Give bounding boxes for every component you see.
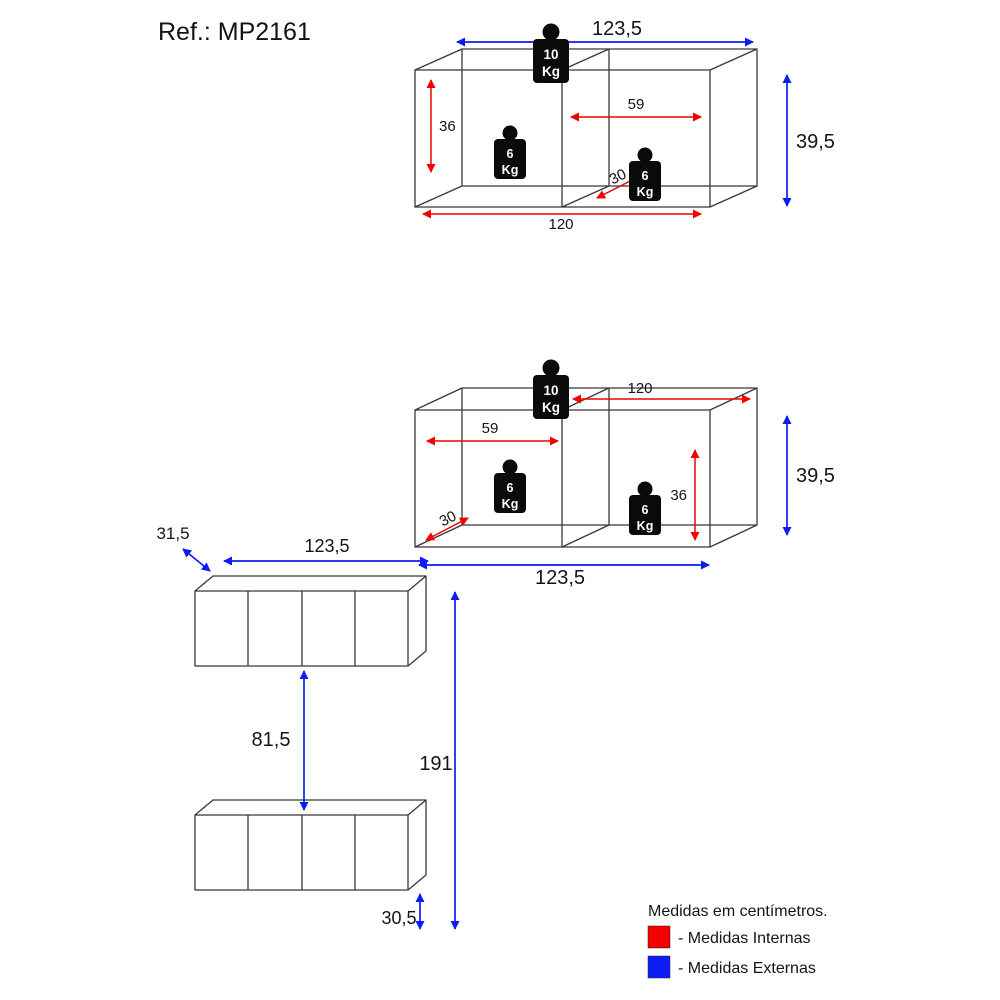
dimension-arrow xyxy=(182,548,211,572)
dim-top-ext-height: 39,5 xyxy=(782,74,835,207)
dim-mid-int-height: 36 xyxy=(670,449,700,541)
top-cabinet-wireframe xyxy=(414,48,758,208)
legend-units-note: Medidas em centímetros. xyxy=(648,903,828,920)
dimension-label: 59 xyxy=(482,420,499,437)
dimension-label: 191 xyxy=(419,753,452,775)
weight-unit-label: Kg xyxy=(637,185,654,199)
dimension-label: 30,5 xyxy=(381,908,416,928)
weight-value-label: 10 xyxy=(543,47,558,62)
page-title: Ref.: MP2161 xyxy=(158,18,311,46)
weight-value-label: 6 xyxy=(507,147,514,161)
dimension-label: 30 xyxy=(607,166,630,189)
weight-unit-label: Kg xyxy=(542,400,560,415)
weight-head xyxy=(502,125,518,141)
dimension-label: 39,5 xyxy=(796,465,835,487)
weight-unit-label: Kg xyxy=(637,519,654,533)
weight-body xyxy=(494,473,526,513)
lower-cabinet-front-wireframe xyxy=(194,799,427,891)
weight-body xyxy=(629,161,661,201)
weight-value-label: 10 xyxy=(543,383,558,398)
weight-badge-6kg-right: 6 Kg xyxy=(629,147,661,201)
dim-mid-ext-height: 39,5 xyxy=(782,415,835,536)
weight-body xyxy=(494,139,526,179)
dim-mid-int-depth: 30 xyxy=(425,508,469,541)
weight-head xyxy=(542,359,560,377)
weight-head xyxy=(542,23,560,41)
middle-cabinet-wireframe xyxy=(414,387,758,548)
dimension-label: 36 xyxy=(439,118,456,135)
dimension-label: 123,5 xyxy=(535,567,585,589)
weight-value-label: 6 xyxy=(507,481,514,495)
weight-head xyxy=(637,481,653,497)
weight-unit-label: Kg xyxy=(502,497,519,511)
dim-mid-ext-width: 123,5 xyxy=(418,560,710,589)
dimension-arrow xyxy=(425,517,469,541)
top-cabinet-diagram: 123,5 39,5 36 59 30 120 10 Kg xyxy=(414,18,835,233)
dim-top-int-height: 36 xyxy=(426,79,456,173)
middle-cabinet-diagram: 120 59 39,5 36 30 123,5 10 Kg xyxy=(414,359,835,589)
weight-head xyxy=(637,147,653,163)
weight-body xyxy=(533,375,569,419)
dimension-label: 39,5 xyxy=(796,131,835,153)
dim-front-total-height: 191 xyxy=(419,591,460,930)
weight-unit-label: Kg xyxy=(542,64,560,79)
dim-front-width: 123,5 xyxy=(223,536,429,566)
dimension-label: 120 xyxy=(627,380,652,397)
dim-mid-int-section-width: 59 xyxy=(426,420,559,446)
dim-front-gap: 81,5 xyxy=(252,670,309,811)
dimension-label: 123,5 xyxy=(304,536,349,556)
weight-unit-label: Kg xyxy=(502,163,519,177)
legend: Medidas em centímetros. - Medidas Intern… xyxy=(647,903,828,979)
dim-front-bottom-clearance: 30,5 xyxy=(381,893,425,930)
weight-value-label: 6 xyxy=(642,503,649,517)
weight-body xyxy=(533,39,569,83)
legend-internal-label: - Medidas Internas xyxy=(678,930,811,947)
weight-badge-6kg-left: 6 Kg xyxy=(494,125,526,179)
upper-cabinet-front-wireframe xyxy=(194,575,427,667)
weight-head xyxy=(502,459,518,475)
dimension-label: 31,5 xyxy=(156,524,189,543)
dim-top-int-section-width: 59 xyxy=(570,96,702,122)
dimension-label: 59 xyxy=(628,96,645,113)
internal-measure-swatch xyxy=(647,925,671,949)
weight-body xyxy=(629,495,661,535)
dimension-label: 81,5 xyxy=(252,729,291,751)
dimension-label: 120 xyxy=(548,216,573,233)
dimension-label: 30 xyxy=(437,508,460,531)
weight-badge-6kg-left: 6 Kg xyxy=(494,459,526,513)
weight-badge-10kg: 10 Kg xyxy=(533,23,569,83)
dim-front-depth: 31,5 xyxy=(156,524,211,572)
dim-mid-int-width: 120 xyxy=(572,380,751,404)
legend-external-label: - Medidas Externas xyxy=(678,960,816,977)
dimension-label: 123,5 xyxy=(592,18,642,40)
weight-badge-6kg-right: 6 Kg xyxy=(629,481,661,535)
front-view-diagram: 123,5 31,5 81,5 191 30,5 xyxy=(156,524,460,930)
weight-badge-10kg: 10 Kg xyxy=(533,359,569,419)
dim-top-ext-width: 123,5 xyxy=(456,18,754,47)
external-measure-swatch xyxy=(647,955,671,979)
weight-value-label: 6 xyxy=(642,169,649,183)
dim-top-int-width: 120 xyxy=(422,209,702,233)
dimension-label: 36 xyxy=(670,487,687,504)
